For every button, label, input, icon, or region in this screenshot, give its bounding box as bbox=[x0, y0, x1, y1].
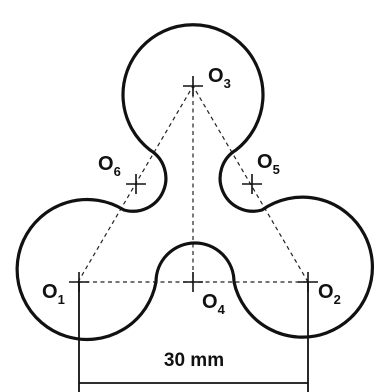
center-markers bbox=[69, 76, 318, 292]
dimension-text-backdrop bbox=[140, 340, 248, 374]
label-o4: O4 bbox=[202, 291, 226, 317]
label-o1: O1 bbox=[42, 281, 65, 307]
center-marker-o2 bbox=[298, 272, 318, 292]
center-marker-o6 bbox=[126, 174, 146, 194]
trefoil-outline bbox=[15, 23, 374, 342]
label-o3: O3 bbox=[208, 65, 231, 91]
label-o5: O5 bbox=[257, 151, 280, 177]
dimension-extension-lines bbox=[78, 282, 309, 392]
center-marker-o3 bbox=[183, 76, 203, 96]
label-o6: O6 bbox=[98, 153, 121, 179]
center-marker-o5 bbox=[242, 174, 262, 194]
center-labels: O1 O2 O3 O4 O5 O6 bbox=[42, 65, 341, 317]
dimension-label: 30 mm bbox=[164, 350, 224, 371]
construction-lines bbox=[77, 85, 309, 283]
center-marker-o4 bbox=[183, 272, 203, 292]
center-marker-o1 bbox=[69, 272, 89, 292]
label-o2: O2 bbox=[318, 281, 341, 307]
